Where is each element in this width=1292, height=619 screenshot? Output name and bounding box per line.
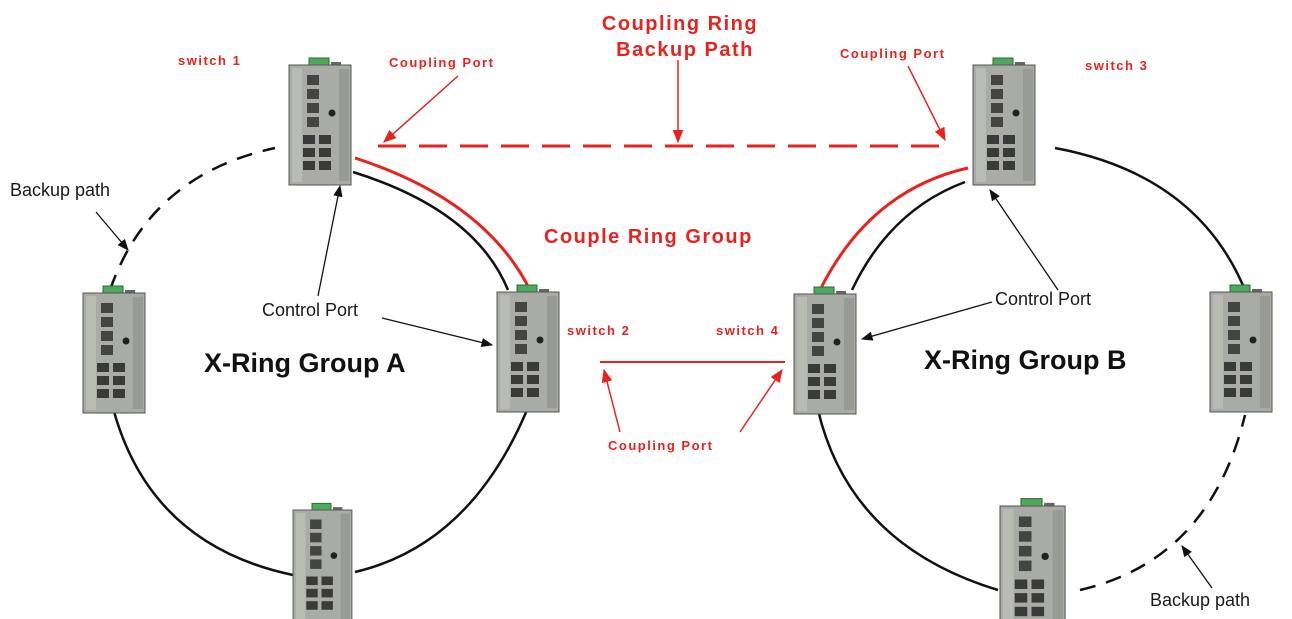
switch-icon [292,502,353,619]
couple-ring-link-right [818,166,969,291]
black-arrows [95,184,1213,589]
arrow-control-port-b-to-switch4 [860,301,993,341]
label-backup-path-left: Backup path [10,180,110,200]
arrow-control-port-a-to-switch2 [381,317,494,348]
arrow-backup-path-right [1181,545,1213,589]
label-switch-4: switch 4 [716,323,779,338]
label-coupling-port-switch1: Coupling Port [389,55,494,70]
label-coupling-port-middle: Coupling Port [608,438,713,453]
switch-icon [288,57,352,186]
label-coupling-port-switch3: Coupling Port [840,46,945,61]
switch-icon [82,285,146,414]
label-x-ring-group-b: X-Ring Group B [924,345,1126,375]
arrow-coupling-port-to-switch4 [739,368,783,433]
ring-a-backup-path [108,146,276,291]
label-backup-path-title: Backup Path [616,39,754,61]
label-couple-ring-group: Couple Ring Group [544,226,753,248]
label-coupling-ring: Coupling Ring [602,13,758,35]
ring-b-arc-top-right [1054,146,1249,296]
switch-icon [972,57,1036,186]
ring-a [108,146,529,577]
red-arrows [382,60,946,433]
ring-a-arc-top-right [352,170,510,291]
arrow-backup-path-left [95,211,129,251]
label-x-ring-group-a: X-Ring Group A [204,348,405,378]
label-switch-2: switch 2 [567,323,630,338]
label-switch-3: switch 3 [1085,58,1148,73]
label-control-port-b: Control Port [995,289,1091,309]
arrow-coupling-port-to-switch2 [601,368,621,433]
arrow-coupling-port-switch3 [907,65,946,142]
arrow-control-port-a-to-switch1 [317,184,343,297]
label-control-port-a: Control Port [262,300,358,320]
label-switch-1: switch 1 [178,53,241,68]
arrow-control-port-b-to-switch3 [989,189,1059,291]
ring-b-arc-bottom-left [816,409,999,592]
couple-ring-link-left [354,156,532,291]
ring-b-backup-path [1079,414,1247,592]
switch-icon [496,284,560,413]
coupling-links [354,144,969,363]
switch-icon [793,286,857,415]
ring-b [816,146,1249,592]
ring-a-arc-bottom-right [354,409,529,574]
arrow-coupling-port-switch1 [382,75,459,143]
switch-icon [1209,284,1273,413]
ring-a-arc-bottom-left [111,407,294,577]
label-backup-path-right: Backup path [1150,590,1250,610]
switch-icon [999,498,1066,619]
ring-b-arc-top-left [850,180,966,291]
